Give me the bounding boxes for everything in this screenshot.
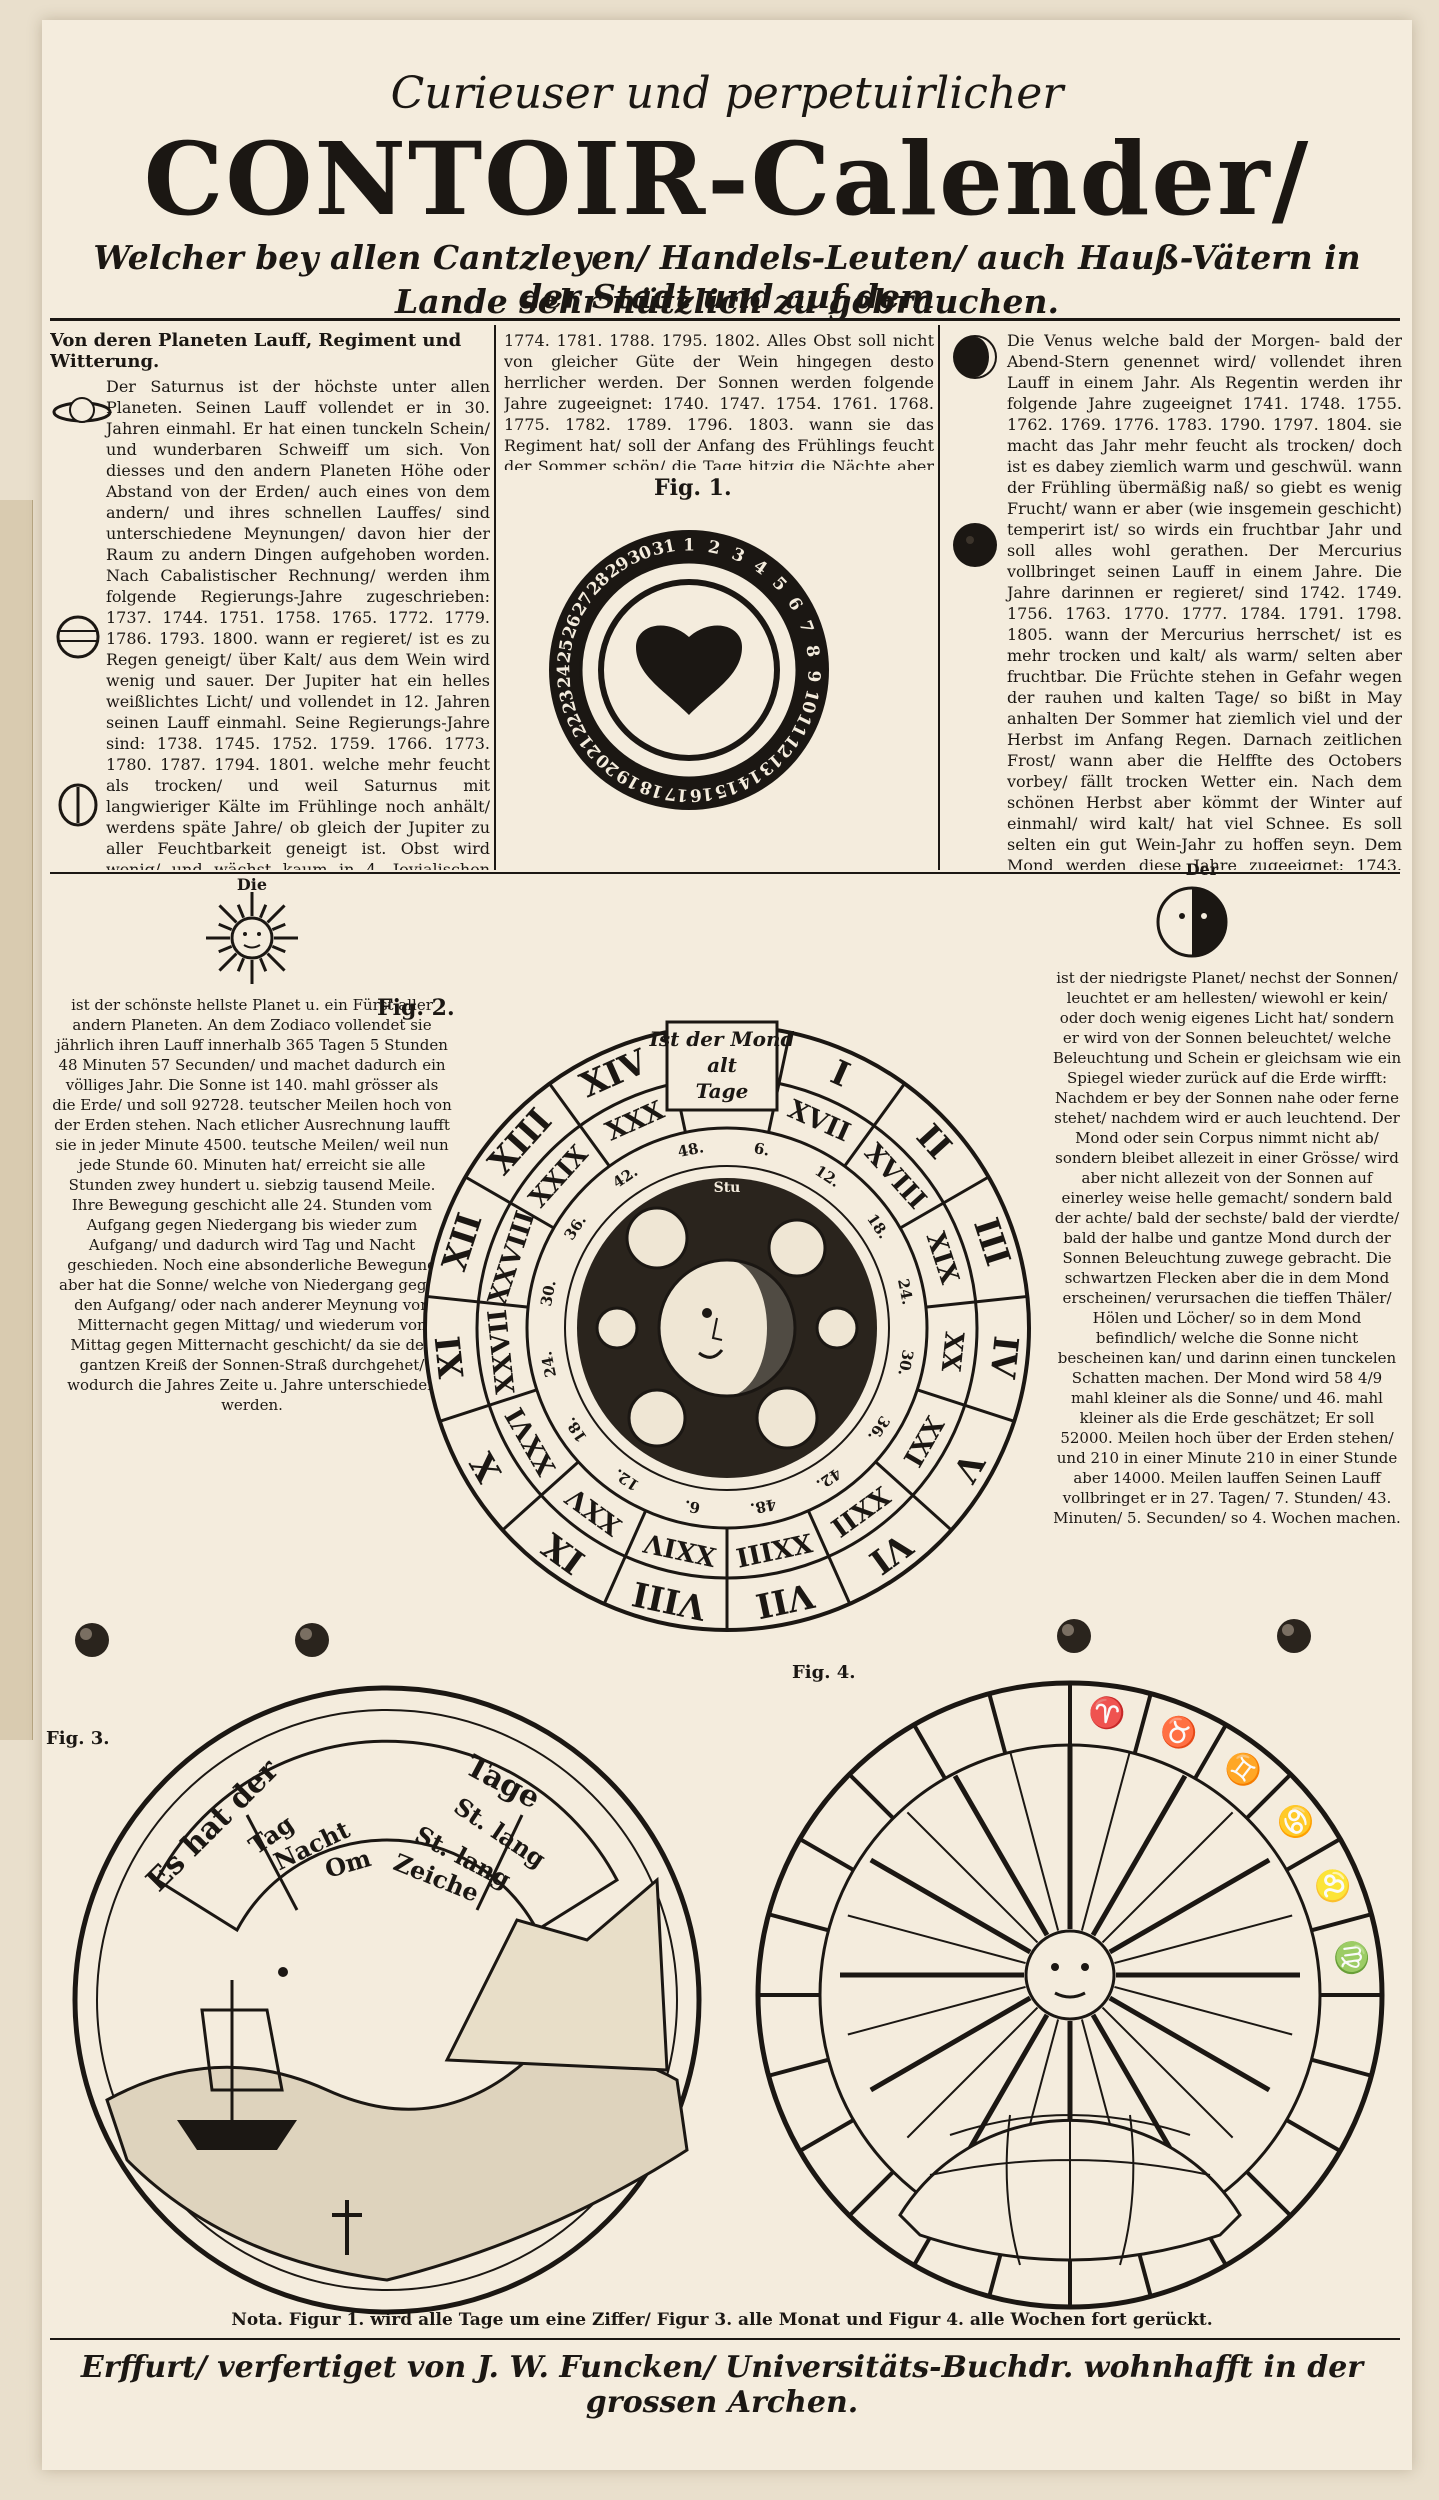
fig1-day-number: 2 bbox=[706, 537, 722, 559]
fig2-hour-number: 48. bbox=[676, 1138, 705, 1161]
fig2-label: Fig. 2. bbox=[377, 995, 455, 1021]
divider-right bbox=[938, 325, 940, 870]
upper-section-rule bbox=[50, 872, 1400, 874]
footer-note: Nota. Figur 1. wird alle Tage um eine Zi… bbox=[231, 2310, 1213, 2330]
middle-column: 1774. 1781. 1788. 1795. 1802. Alles Obst… bbox=[504, 330, 934, 470]
fig2-hour-number: 48. bbox=[749, 1495, 778, 1518]
fig4-label: Fig. 4. bbox=[792, 1662, 856, 1683]
footer-rule bbox=[50, 2338, 1400, 2340]
sun-text-head: Die bbox=[236, 875, 268, 894]
page-title: CONTOIR-Calender/ bbox=[143, 120, 1311, 238]
fig3-label: Fig. 3. bbox=[46, 1728, 110, 1749]
moon-box-text: Tage bbox=[696, 1079, 749, 1103]
moon-text-body: ist der niedrigste Planet/ nechst der So… bbox=[1052, 969, 1402, 1527]
moon-face-icon bbox=[657, 1258, 797, 1398]
sun-face-icon bbox=[1024, 1929, 1116, 2021]
fig4-zodiac-dial: ♈♉♊♋♌♍ bbox=[755, 1680, 1385, 2310]
zodiac-sign-icon: ♍ bbox=[1331, 1937, 1372, 1979]
fig1-day-number: 9 bbox=[803, 670, 824, 683]
moon-text: ist der niedrigste Planet/ nechst der So… bbox=[1052, 968, 1402, 1608]
fig2-hour-number: 24. bbox=[894, 1277, 917, 1306]
footer-imprint: Erffurt/ verfertiget von J. W. Funcken/ … bbox=[80, 2350, 1364, 2420]
fig2-hour-number: 30. bbox=[537, 1279, 560, 1308]
divider-left bbox=[494, 325, 496, 870]
fig2-outer-numeral: IV bbox=[981, 1334, 1025, 1381]
adjacent-page-edge bbox=[0, 500, 33, 1740]
fig2-hour-number: 24. bbox=[537, 1350, 560, 1379]
mercury-icon bbox=[953, 523, 997, 567]
left-column: Von deren Planeten Lauff, Regiment und W… bbox=[50, 330, 490, 870]
middle-column-text: 1774. 1781. 1788. 1795. 1802. Alles Obst… bbox=[504, 331, 934, 470]
fig2-hour-number: 30. bbox=[894, 1348, 917, 1377]
header-subtitle-line1: Welcher bey allen Cantzleyen/ Handels-Le… bbox=[93, 238, 1361, 316]
fig1-day-number: 25 bbox=[554, 638, 577, 664]
fig2-outer-numeral: XI bbox=[428, 1334, 472, 1380]
right-column: Die Venus welche bald der Morgen- bald d… bbox=[947, 330, 1402, 870]
planet-ball-icon bbox=[75, 1623, 109, 1657]
calendar-sheet: Curieuser und perpetuirlicher CONTOIR-Ca… bbox=[42, 20, 1412, 2470]
cross-icon bbox=[332, 2200, 362, 2255]
fig1-day-number: 17 bbox=[664, 783, 690, 805]
header-subtitle-line2: Lande sehr nützlich zu gebrauchen. bbox=[395, 282, 1059, 321]
fig2-hour-label: Stu bbox=[714, 1180, 741, 1196]
moon-box-text: alt bbox=[707, 1053, 738, 1077]
moon-box-text: Ist der Mond bbox=[648, 1027, 794, 1051]
fig2-hour-number: 6. bbox=[752, 1139, 771, 1160]
jupiter-icon bbox=[56, 615, 100, 659]
fig1-day-number: 8 bbox=[801, 644, 823, 659]
sun-dot-icon bbox=[278, 1967, 288, 1977]
fig2-inner-numeral: XX bbox=[935, 1330, 969, 1374]
heart-icon bbox=[636, 625, 742, 715]
fig1-label: Fig. 1. bbox=[654, 475, 732, 501]
moon-face-icon bbox=[1156, 886, 1228, 958]
header-rule bbox=[50, 318, 1400, 321]
fig2-hour-number: 6. bbox=[683, 1496, 702, 1517]
planet-ball-icon bbox=[1277, 1619, 1311, 1653]
sun-text-body: ist der schönste hellste Planet u. ein F… bbox=[52, 996, 452, 1414]
fig1-day-number: 31 bbox=[650, 536, 677, 560]
right-column-text: Die Venus welche bald der Morgen- bald d… bbox=[1007, 331, 1402, 870]
venus-icon bbox=[953, 335, 997, 379]
fig1-day-number: 24 bbox=[554, 664, 575, 689]
mars-icon bbox=[58, 783, 98, 827]
mountain-icon bbox=[444, 1876, 669, 2072]
header-line1: Curieuser und perpetuirlicher bbox=[390, 68, 1064, 119]
cloud-icon bbox=[595, 1206, 859, 1450]
fig1-day-number: 16 bbox=[689, 783, 715, 805]
sun-text: ist der schönste hellste Planet u. ein F… bbox=[52, 995, 452, 1595]
ship-icon bbox=[177, 2120, 297, 2150]
sun-icon bbox=[206, 892, 298, 984]
planet-ball-icon bbox=[295, 1623, 329, 1657]
left-column-heading: Von deren Planeten Lauff, Regiment und W… bbox=[50, 330, 462, 372]
zodiac-sign-icon: ♈ bbox=[1086, 1693, 1128, 1734]
fig1-day-number: 1 bbox=[683, 536, 695, 556]
planet-ball-icon bbox=[1057, 1619, 1091, 1653]
moon-text-head: Der bbox=[1185, 860, 1219, 879]
left-column-text: Der Saturnus ist der höchste unter allen… bbox=[106, 377, 490, 870]
saturn-icon bbox=[52, 397, 112, 423]
